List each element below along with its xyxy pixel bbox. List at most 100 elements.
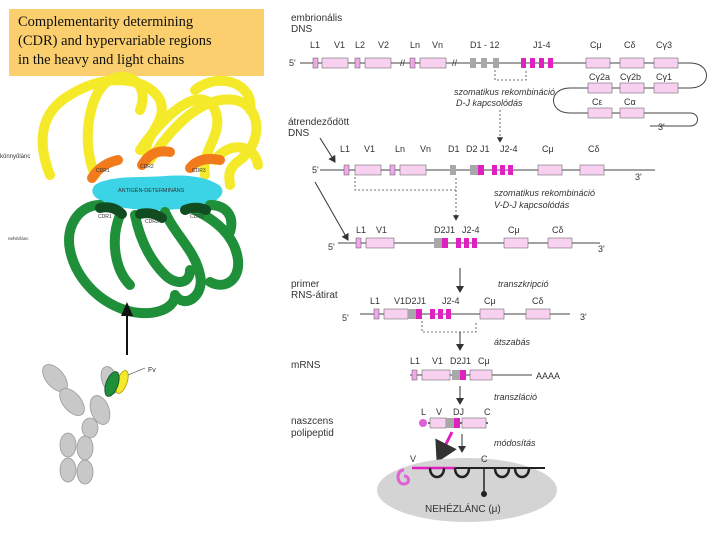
cdr-segments (87, 146, 225, 183)
step4-label: átszabás (494, 337, 531, 347)
step3-label: transzkripció (498, 279, 549, 289)
row4-5prime: 5' (342, 313, 349, 323)
embryonal-label-1: embrionális (291, 13, 342, 24)
row2-V1: V1 (364, 144, 375, 154)
row4-J24: J2-4 (442, 296, 460, 306)
step1-line1: szomatikus rekombináció (454, 87, 555, 97)
row6-DJ: DJ (453, 407, 464, 417)
rearranged-label-1: átrendeződött (288, 117, 349, 128)
row1-3prime: 3' (658, 122, 665, 132)
row4-3prime: 3' (580, 312, 587, 322)
embryonal-label-2: DNS (291, 24, 312, 35)
row1-Cdelta: Cδ (624, 40, 636, 50)
step2-line1: szomatikus rekombináció (494, 188, 595, 198)
row4-primary-rna: 5' L1 V1D2J1 J2-4 Cμ Cδ 3' (342, 296, 587, 323)
step6-label: módosítás (494, 438, 536, 448)
row1b-Ca: Cα (624, 97, 636, 107)
row5-V1: V1 (432, 356, 443, 366)
row4-Cdelta: Cδ (532, 296, 544, 306)
row6-L: L (421, 407, 426, 417)
step2-line2: V-D-J kapcsolódás (494, 200, 570, 210)
cdr-light-1: CDR1 (96, 168, 110, 174)
step6: módosítás (458, 434, 536, 453)
row6-nascent-polypeptide: L V DJ C (419, 407, 491, 463)
row2-Vn: Vn (420, 144, 431, 154)
step5-label: transzláció (494, 392, 537, 402)
svg-text://: // (400, 58, 406, 68)
row5-L1: L1 (410, 356, 420, 366)
row1b-Cg2b: Cγ2b (620, 72, 641, 82)
row1-Cg3: Cγ3 (656, 40, 672, 50)
fv-label: Fv (148, 367, 156, 374)
row1-V2: V2 (378, 40, 389, 50)
nascent-label-1: naszcens (291, 416, 333, 427)
step2: szomatikus rekombináció V-D-J kapcsolódá… (314, 177, 595, 241)
row2-Cmu: Cμ (542, 144, 554, 154)
cdr-heavy-2: CDR2 (145, 219, 159, 225)
title-line-1: Complementarity determining (18, 14, 194, 30)
heavy-chain-loops (64, 200, 244, 319)
row3-Cdelta: Cδ (552, 225, 564, 235)
row1-Vn: Vn (432, 40, 443, 50)
step4: átszabás (421, 321, 531, 351)
light-chain-label: könnyűlánc (0, 154, 30, 160)
row1-L2: L2 (355, 40, 365, 50)
zoom-arrow (121, 302, 133, 355)
row1-Cmu: Cμ (590, 40, 602, 50)
row3-L1: L1 (356, 225, 366, 235)
row3-Cmu: Cμ (508, 225, 520, 235)
title-line-2: (CDR) and hypervariable regions (18, 33, 212, 49)
heavy-chain-label: nehézlánc (8, 236, 29, 241)
step3: transzkripció (456, 268, 549, 293)
row2-5prime: 5' (312, 165, 319, 175)
antibody-y-shape (42, 364, 129, 485)
cdr-dark-segments (95, 202, 211, 223)
title-line-3: in the heavy and light chains (18, 52, 185, 68)
row5-polyA: AAAA (536, 371, 560, 381)
row2-D1: D1 (448, 144, 460, 154)
row4-Cmu: Cμ (484, 296, 496, 306)
svg-text://: // (452, 58, 458, 68)
row1b-Cg1: Cγ1 (656, 72, 672, 82)
row2-Cdelta: Cδ (588, 144, 600, 154)
row-labels: embrionális DNS átrendeződött DNS primer… (288, 13, 349, 439)
row3-3prime: 3' (598, 244, 605, 254)
cdr-light-3: CDR3 (192, 168, 206, 174)
cdr-heavy-1: CDR1 (98, 214, 112, 220)
row1b-Ce: Cε (592, 97, 603, 107)
row6-C: C (484, 407, 491, 417)
cdr-light-2: CDR2 (140, 164, 154, 170)
protein-C: C (481, 454, 488, 464)
row1-L1: L1 (310, 40, 320, 50)
row3-vdj-rearranged: 5' L1 V1 D2J1 J2-4 Cμ Cδ 3' (328, 225, 605, 254)
primer-label-1: primer (291, 279, 320, 290)
row1-germline-dna: 5' // // L1 V1 L2 V2 Ln Vn D1 - 12 J1-4 … (289, 40, 707, 132)
mrns-label: mRNS (291, 360, 321, 371)
antibody-variable-domain: könnyűlánc nehézlánc ANTIGÉN-DETERMINÁNS… (0, 71, 263, 319)
row2-D2J1: D2 J1 (466, 144, 490, 154)
row5-D2J1: D2J1 (450, 356, 471, 366)
antigen-label: ANTIGÉN-DETERMINÁNS (118, 187, 185, 194)
step5: transzláció (456, 386, 537, 405)
nascent-label-2: polipeptid (291, 428, 334, 439)
row6-V: V (436, 407, 442, 417)
row3-J24: J2-4 (462, 225, 480, 235)
antigen-determinant (92, 175, 223, 211)
row5-mrna: L1 V1 D2J1 Cμ AAAA (410, 356, 560, 381)
row2-Ln: Ln (395, 144, 405, 154)
row3-V1: V1 (376, 225, 387, 235)
row1-J: J1-4 (533, 40, 551, 50)
row2-3prime: 3' (635, 172, 642, 182)
title-box: Complementarity determining (CDR) and hy… (9, 9, 264, 76)
row5-Cmu: Cμ (478, 356, 490, 366)
step1-line2: D-J kapcsolódás (456, 98, 523, 108)
row1b-Cg2a: Cγ2a (589, 72, 610, 82)
row2-dj-rearranged: 5' L1 V1 Ln Vn D1 D2 J1 J2-4 Cμ Cδ 3' (312, 144, 655, 182)
cdr-heavy-3: CDR3 (190, 214, 204, 220)
light-chain-loops (37, 71, 263, 190)
protein-V: V (410, 454, 416, 464)
row2-L1: L1 (340, 144, 350, 154)
row1-5prime: 5' (289, 58, 296, 68)
row3-5prime: 5' (328, 242, 335, 252)
